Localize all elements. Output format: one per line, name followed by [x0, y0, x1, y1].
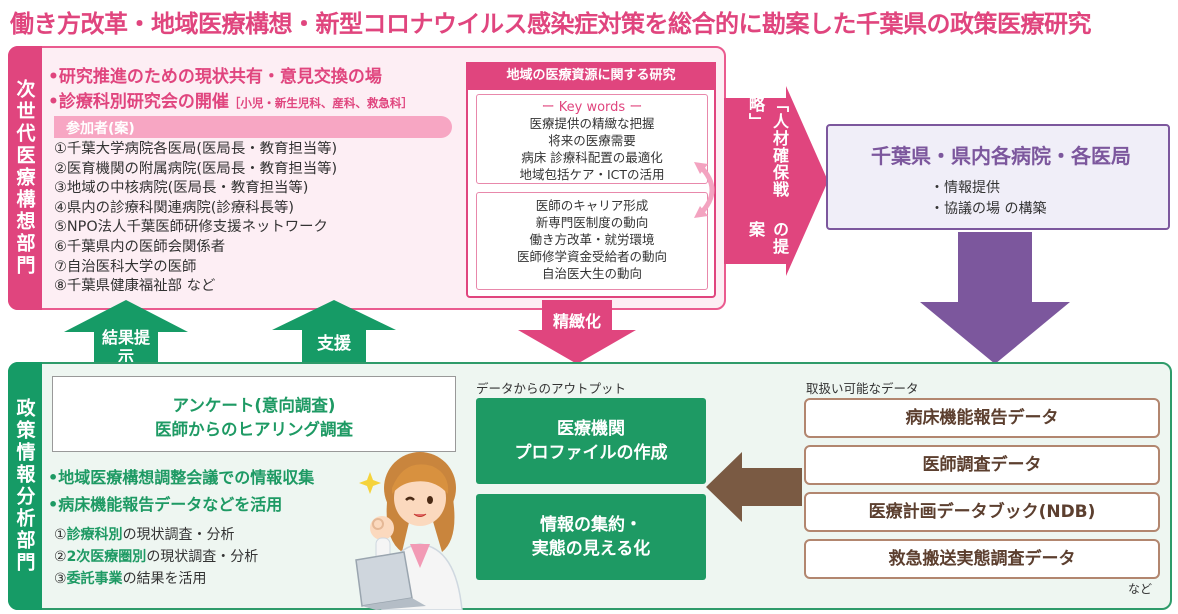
- participant-item: ①千葉大学病院各医局(医局長・教育担当等): [54, 141, 338, 157]
- next-gen-medical-label: 次世代医療構想部門: [8, 46, 42, 310]
- participant-item: ②医育機関の附属病院(医局長・教育担当等): [54, 160, 338, 177]
- output-caption: データからのアウトプット: [476, 381, 627, 396]
- participant-item: ⑧千葉県健康福祉部 など: [54, 278, 216, 295]
- participant-list: ①千葉大学病院各医局(医局長・教育担当等) ②医育機関の附属病院(医局長・教育担…: [54, 140, 454, 297]
- data-item-bed-function: 病床機能報告データ: [804, 398, 1160, 438]
- bullet-study-groups-main: •診療科別研究会の開催: [48, 92, 229, 112]
- proposal-line2: の提案: [746, 221, 789, 256]
- support-up-arrow-shape: [272, 300, 396, 364]
- keywords-box-2: 医師のキャリア形成 新専門医制度の動向 働き方改革・就労環境 医師修学資金受給者…: [476, 192, 708, 290]
- bullet-study-groups-sub: ［小児・新生児科、産科、救急科］: [228, 96, 413, 110]
- survey-line2: 医師からのヒアリング調査: [155, 420, 353, 439]
- etc-note: など: [1128, 582, 1153, 596]
- result-up-arrow-label: 結果提示: [101, 328, 150, 366]
- profile-box-line1: 医療機関: [557, 419, 625, 439]
- brown-left-arrow: [706, 452, 802, 522]
- keyword-item: 医師のキャリア形成: [535, 198, 649, 213]
- participant-item: ⑤NPO法人千葉医師研修支援ネットワーク: [54, 219, 328, 236]
- researcher-illustration: [355, 452, 463, 610]
- survey-box: [52, 376, 456, 452]
- participant-item: ③地域の中核病院(医局長・教育担当等): [54, 180, 309, 197]
- result-up-arrow-shape: [64, 300, 188, 380]
- exchange-arrow-icon: [694, 162, 715, 218]
- purple-down-arrow: [920, 232, 1070, 364]
- analysis-rest: の結果を活用: [122, 571, 207, 587]
- bullet-study-groups: •診療科別研究会の開催［小児・新生児科、産科、救急科］: [48, 87, 413, 112]
- keyword-item: 医師修学資金受給者の動向: [516, 249, 667, 264]
- analysis-item: ①診療科別の現状調査・分析: [54, 524, 414, 546]
- analysis-keyword: 委託事業: [66, 571, 123, 587]
- keywords-box-1: ー Key words ー 医療提供の精緻な把握 将来の医療需要 病床 診療科配…: [476, 94, 708, 184]
- keywords-title: ー Key words ー: [541, 100, 643, 115]
- keyword-item: 病床 診療科配置の最適化: [521, 150, 663, 165]
- analysis-keyword: 診療科別: [66, 527, 123, 543]
- page-title: 働き方改革・地域医療構想・新型コロナウイルス感染症対策を総合的に勘案した千葉県の…: [10, 10, 1092, 38]
- survey-line1: アンケート(意向調査): [172, 396, 336, 415]
- analysis-rest: の現状調査・分析: [122, 527, 235, 543]
- data-item-ndb: 医療計画データブック(NDB): [804, 492, 1160, 532]
- visualization-box: 情報の集約・ 実態の見える化: [476, 494, 706, 580]
- participants-tag: 参加者(案): [54, 116, 452, 138]
- chiba-stakeholders-box: [826, 124, 1170, 230]
- analysis-item: ②2次医療圏別の現状調査・分析: [54, 546, 414, 568]
- refine-arrow-label: 精緻化: [552, 312, 601, 331]
- data-caption: 取扱い可能なデータ: [806, 381, 919, 396]
- profile-box-line2: プロファイルの作成: [514, 443, 668, 463]
- keyword-item: 新専門医制度の動向: [535, 215, 649, 230]
- participant-item: ⑦自治医科大学の医師: [54, 258, 197, 275]
- analysis-item: ③委託事業の結果を活用: [54, 568, 414, 590]
- chiba-stakeholders-title: 千葉県・県内各病院・各医局: [871, 144, 1131, 168]
- analysis-list: ①診療科別の現状調査・分析 ②2次医療圏別の現状調査・分析 ③委託事業の結果を活…: [54, 524, 414, 590]
- keyword-item: 自治医大生の動向: [541, 266, 642, 281]
- proposal-arrow-text: 「人材確保戦略」 の提案: [736, 96, 798, 268]
- proposal-arrow-shape: [724, 86, 828, 276]
- chiba-items: ・情報提供 ・協議の場 の構築: [930, 178, 1150, 220]
- analysis-rest: の現状調査・分析: [146, 549, 259, 565]
- bullet-regional-meeting: •地域医療構想調整会議での情報収集: [48, 468, 315, 487]
- analysis-prefix: ③: [54, 571, 67, 587]
- support-up-arrow-label: 支援: [317, 334, 351, 354]
- analysis-prefix: ①: [54, 527, 67, 543]
- bullet-info-sharing: •研究推進のための現状共有・意見交換の場: [48, 67, 382, 87]
- bullet-bed-function-data: •病床機能報告データなどを活用: [48, 495, 283, 514]
- data-item-physician-survey: 医師調査データ: [804, 445, 1160, 485]
- participant-item: ④県内の診療科関連病院(診療科長等): [54, 199, 294, 216]
- keyword-item: 働き方改革・就労環境: [529, 232, 655, 247]
- analysis-prefix: ②: [54, 549, 67, 565]
- visualization-box-line1: 情報の集約・: [540, 515, 642, 535]
- chiba-item: ・情報提供: [930, 180, 1000, 196]
- profile-creation-box: 医療機関 プロファイルの作成: [476, 398, 706, 484]
- participant-item: ⑥千葉県内の医師会関係者: [54, 238, 226, 255]
- keyword-item: 医療提供の精緻な把握: [529, 116, 655, 131]
- refine-arrow-shape: [518, 300, 636, 364]
- keyword-item: 地域包括ケア・ICTの活用: [519, 167, 665, 182]
- proposal-line1: 「人材確保戦略」: [746, 96, 789, 198]
- chiba-item: ・協議の場 の構築: [930, 201, 1047, 217]
- visualization-box-line2: 実態の見える化: [531, 539, 651, 559]
- data-item-emergency-transport: 救急搬送実態調査データ: [804, 539, 1160, 579]
- analysis-keyword: 2次医療圏別: [66, 549, 147, 565]
- keyword-item: 将来の医療需要: [548, 133, 636, 148]
- policy-analysis-label: 政策情報分析部門: [8, 362, 42, 610]
- research-box-header: 地域の医療資源に関する研究: [466, 62, 716, 90]
